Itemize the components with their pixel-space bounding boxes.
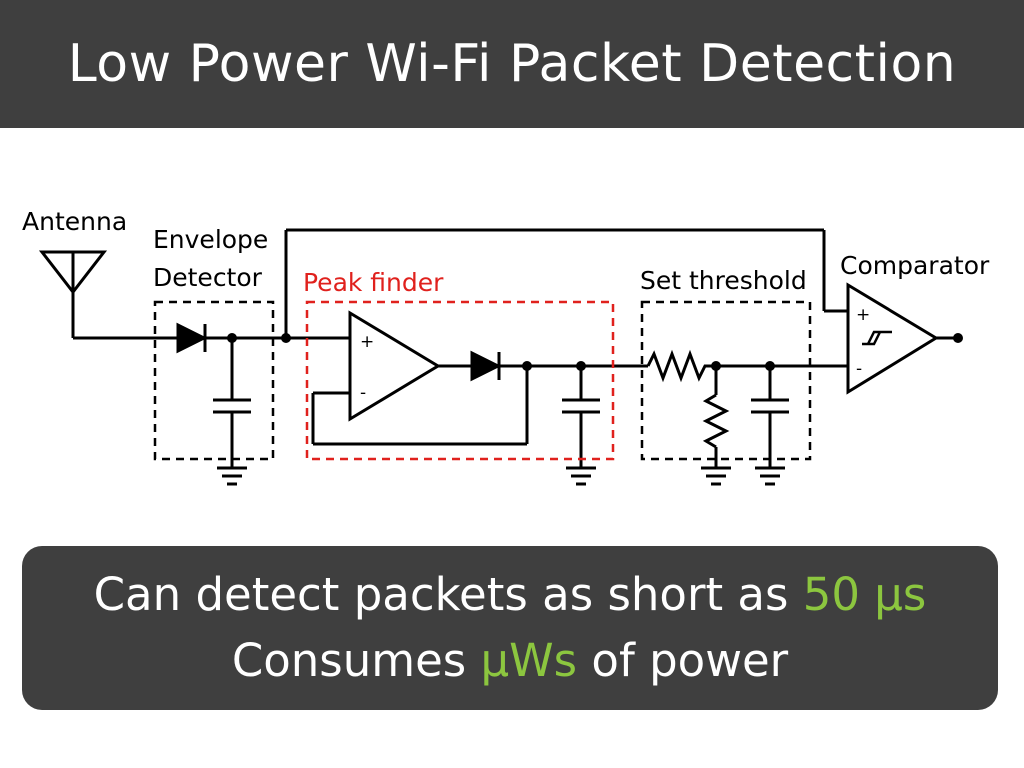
envelope-diode [176, 322, 208, 354]
callout-line-2: Consumes µWs of power [232, 628, 788, 694]
comparator-opamp [846, 282, 939, 395]
set-threshold-label: Set threshold [640, 266, 807, 295]
peak-opamp-plus: + [360, 332, 374, 352]
junction-dots [227, 333, 963, 371]
callout-line-1: Can detect packets as short as 50 µs [94, 562, 927, 628]
peak-finder-label: Peak finder [303, 268, 444, 297]
shunt-resistor [702, 393, 730, 449]
callout-line-1-text: Can detect packets as short as [93, 568, 803, 621]
peak-finder-diode [470, 350, 502, 382]
envelope-detector-box [153, 300, 275, 461]
ground-symbols [217, 466, 785, 486]
callout-line-2-prefix: Consumes [231, 634, 481, 687]
peak-opamp-minus: - [360, 383, 366, 403]
packet-duration-value: 50 µs [802, 568, 927, 621]
series-resistor [646, 349, 716, 383]
comparator-minus: - [856, 359, 862, 379]
peak-finder-box [305, 300, 615, 461]
antenna-label: Antenna [22, 207, 127, 236]
peak-finder-opamp [348, 310, 441, 422]
comparator-plus: + [856, 305, 870, 325]
circuit-diagram: + - + - Antenna Envelope Detector Peak f… [22, 207, 990, 486]
comparator-label: Comparator [840, 251, 990, 280]
slide-title: Low Power Wi-Fi Packet Detection [67, 34, 957, 94]
set-threshold-box [640, 300, 812, 461]
hysteresis-icon [862, 330, 892, 346]
callout-line-2-suffix: of power [577, 634, 789, 687]
envelope-detector-label-2: Detector [153, 263, 263, 292]
summary-callout: Can detect packets as short as 50 µs Con… [22, 546, 998, 710]
envelope-detector-label-1: Envelope [153, 225, 268, 254]
title-bar: Low Power Wi-Fi Packet Detection [0, 0, 1024, 128]
power-value: µWs [480, 634, 578, 687]
